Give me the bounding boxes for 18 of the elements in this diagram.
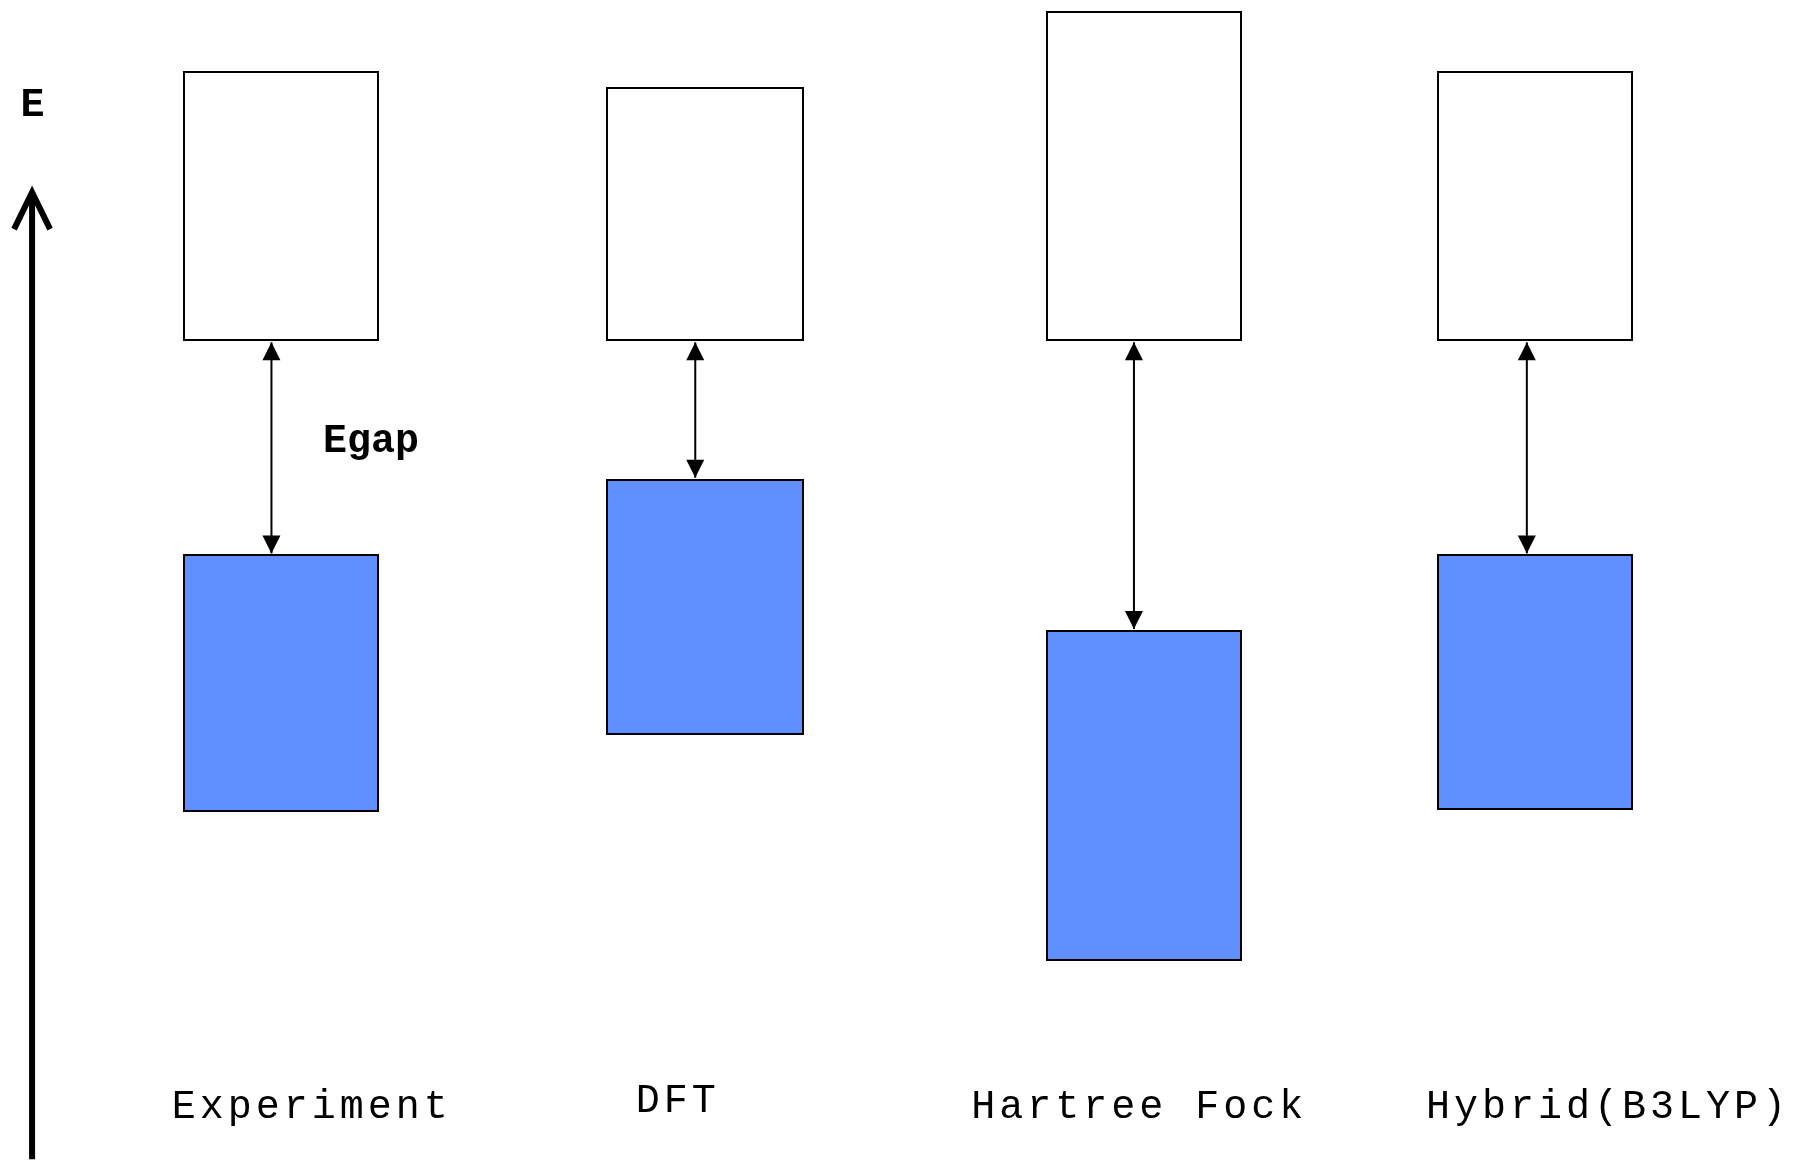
valence-band-box bbox=[1045, 629, 1242, 961]
valence-band-box bbox=[605, 478, 805, 736]
conduction-band-box bbox=[605, 87, 805, 342]
column-label: Hartree Fock bbox=[971, 1088, 1308, 1129]
conduction-band-box bbox=[1045, 11, 1242, 342]
double-arrow bbox=[1124, 341, 1143, 630]
valence-band-box bbox=[1437, 554, 1634, 810]
column-label: Hybrid(B3LYP) bbox=[1426, 1088, 1791, 1129]
conduction-band-box bbox=[1437, 71, 1634, 342]
conduction-band-box bbox=[183, 71, 380, 342]
double-arrow bbox=[686, 341, 705, 479]
gap-label: Egap bbox=[323, 421, 419, 462]
axis-label: E bbox=[20, 85, 45, 126]
column-label: DFT bbox=[635, 1082, 720, 1123]
double-arrow bbox=[1517, 341, 1536, 555]
double-arrow bbox=[262, 341, 281, 555]
valence-band-box bbox=[183, 554, 380, 813]
column-label: Experiment bbox=[171, 1088, 452, 1129]
